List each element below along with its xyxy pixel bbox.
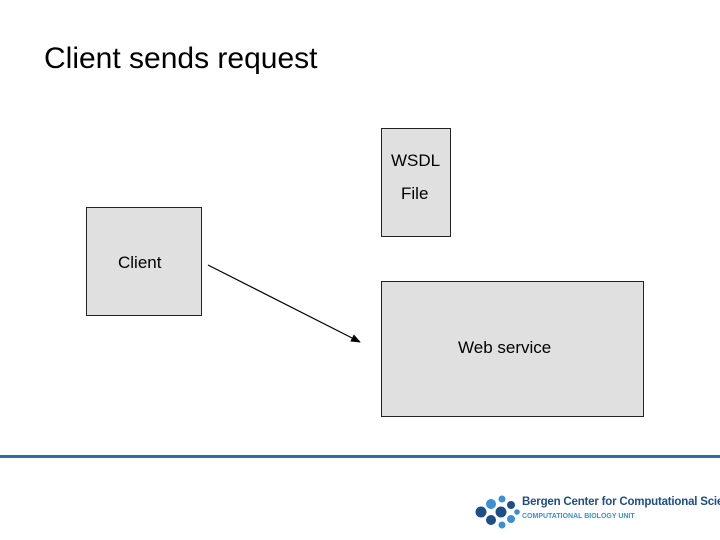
request-arrow-line (207, 264, 361, 343)
wsdl-file-box: WSDL File (381, 128, 451, 237)
web-service-label: Web service (458, 338, 552, 357)
logo-subtitle: COMPUTATIONAL BIOLOGY UNIT (522, 513, 635, 520)
footer-rule (0, 455, 720, 458)
bccs-logo: Bergen Center for Computational Science … (472, 494, 720, 530)
logo-dots-icon (475, 495, 520, 529)
client-label: Client (118, 253, 162, 272)
wsdl-label: WSDL (391, 151, 441, 170)
client-box: Client (86, 207, 202, 316)
slide-title: Client sends request (44, 42, 318, 75)
file-label: File (401, 184, 429, 203)
logo-title: Bergen Center for Computational Science (522, 496, 720, 508)
web-service-box: Web service (381, 281, 644, 417)
